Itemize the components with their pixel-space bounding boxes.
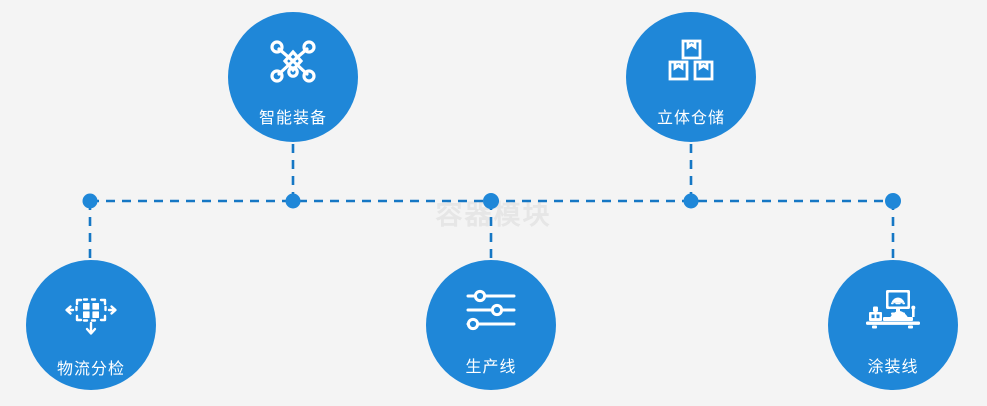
junction-dot (285, 193, 301, 209)
node-smart-equipment[interactable]: 智能装备 (228, 12, 358, 142)
node-label: 生产线 (465, 359, 517, 376)
node-label: 物流分检 (56, 361, 125, 378)
network-nodes-icon (267, 38, 319, 89)
node-label: 立体仓储 (656, 110, 725, 127)
node-painting-line[interactable]: 涂装线 (828, 260, 958, 390)
node-label: 涂装线 (867, 359, 919, 376)
sliders-icon (464, 288, 518, 339)
junction-dot (483, 193, 499, 209)
node-production-line[interactable]: 生产线 (426, 260, 556, 390)
node-logistics-sorting[interactable]: 物流分检 (26, 260, 156, 390)
sorting-arrows-icon (64, 288, 118, 341)
junction-dot (683, 193, 699, 209)
junction-dot (82, 193, 98, 209)
stacked-boxes-icon (666, 38, 716, 89)
paint-booth-icon (864, 288, 922, 339)
node-label: 智能装备 (258, 110, 327, 127)
junction-dot (885, 193, 901, 209)
node-stereo-warehouse[interactable]: 立体仓储 (626, 12, 756, 142)
